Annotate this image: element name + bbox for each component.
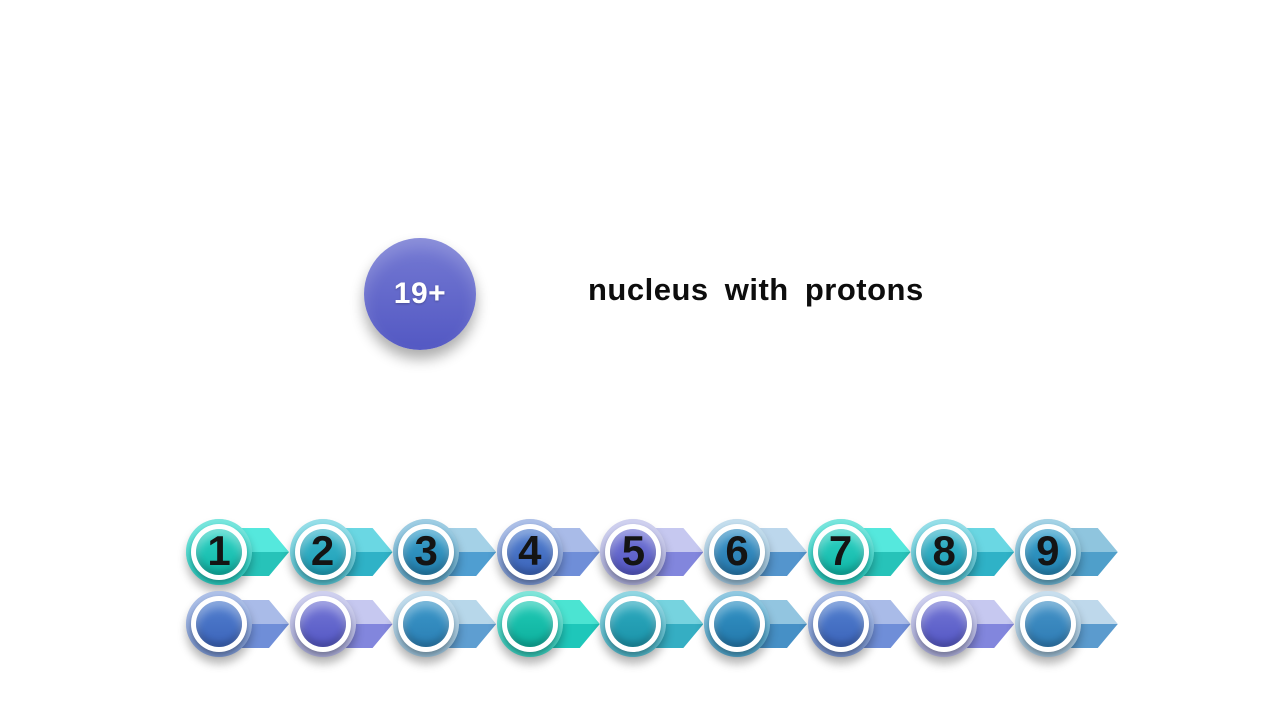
badge-circle: 1 [186, 519, 252, 585]
badge-white-ring [812, 596, 869, 652]
badge-white-ring [501, 596, 558, 652]
badge-number: 5 [621, 529, 646, 574]
badge-circle: 9 [1014, 519, 1081, 585]
nucleus-circle: 19+ [364, 238, 476, 350]
badge-core [817, 601, 864, 647]
badge-top-row-7: 7 [807, 519, 980, 585]
badge-bottom-row-1 [186, 591, 358, 657]
slide-title: nucleus with protons [588, 272, 924, 307]
badge-circle [393, 591, 460, 657]
badge-bottom-row-7 [807, 591, 980, 657]
badge-core [921, 601, 968, 647]
badge-circle [807, 591, 874, 657]
badge-white-ring: 5 [605, 524, 662, 580]
badge-number: 2 [310, 529, 335, 574]
badge-circle: 4 [496, 519, 563, 585]
badge-top-row-4: 4 [496, 519, 669, 585]
badge-number: 7 [828, 529, 853, 574]
badge-core [610, 601, 657, 647]
badge-white-ring: 9 [1019, 524, 1076, 580]
badge-circle [289, 591, 356, 657]
badge-core [403, 601, 450, 647]
badge-core: 6 [714, 529, 760, 575]
badge-white-ring: 6 [709, 524, 765, 580]
badge-bottom-row-6 [704, 591, 876, 657]
badge-core [1024, 601, 1071, 647]
badge-circle [704, 591, 770, 657]
badge-core: 7 [817, 529, 864, 575]
badge-white-ring [191, 596, 247, 652]
badge-core: 3 [403, 529, 450, 575]
badge-top-row-3: 3 [393, 519, 565, 585]
badge-white-ring [294, 596, 351, 652]
badge-white-ring [605, 596, 662, 652]
badge-white-ring [398, 596, 455, 652]
badge-core [196, 601, 242, 647]
badge-core: 5 [610, 529, 657, 575]
badge-top-row-1: 1 [186, 519, 358, 585]
nucleus-label: 19+ [393, 277, 447, 310]
badge-bottom-row-3 [393, 591, 565, 657]
badge-circle: 6 [704, 519, 770, 585]
badge-white-ring: 3 [398, 524, 455, 580]
badge-number: 8 [932, 529, 956, 574]
badge-number: 9 [1036, 529, 1060, 574]
badge-top-row-5: 5 [600, 519, 772, 585]
badge-circle: 5 [600, 519, 667, 585]
badge-top-row-6: 6 [704, 519, 876, 585]
badge-core [506, 601, 553, 647]
badge-bottom-row-4 [496, 591, 669, 657]
badge-number: 3 [414, 529, 438, 574]
badge-core: 1 [196, 529, 242, 575]
badge-bottom-row-8 [911, 591, 1083, 657]
badge-circle [496, 591, 563, 657]
badge-core: 4 [506, 529, 553, 575]
badge-white-ring: 8 [916, 524, 973, 580]
badge-white-ring: 7 [812, 524, 869, 580]
badge-white-ring [916, 596, 973, 652]
badge-number: 4 [518, 529, 542, 574]
badge-white-ring [1019, 596, 1076, 652]
badge-number: 1 [207, 529, 231, 574]
badge-core [299, 601, 346, 647]
badge-top-row-9: 9 [1014, 519, 1187, 585]
badge-bottom-row-9 [1014, 591, 1187, 657]
badge-circle: 7 [807, 519, 874, 585]
badge-bottom-row-2 [289, 591, 462, 657]
badge-core [714, 601, 760, 647]
badge-white-ring: 4 [501, 524, 558, 580]
badge-number: 6 [725, 529, 749, 574]
badge-circle: 3 [393, 519, 460, 585]
badge-circle [911, 591, 978, 657]
badge-core: 8 [921, 529, 968, 575]
badge-circle: 2 [289, 519, 356, 585]
badge-circle: 8 [911, 519, 978, 585]
badge-circle [600, 591, 667, 657]
badge-top-row-8: 8 [911, 519, 1083, 585]
badge-white-ring: 1 [191, 524, 247, 580]
badge-core: 2 [299, 529, 346, 575]
badge-bottom-row-5 [600, 591, 772, 657]
badge-circle [186, 591, 252, 657]
badge-top-row-2: 2 [289, 519, 462, 585]
badge-circle [1014, 591, 1081, 657]
badge-core: 9 [1024, 529, 1071, 575]
badge-white-ring: 2 [294, 524, 351, 580]
badge-white-ring [709, 596, 765, 652]
